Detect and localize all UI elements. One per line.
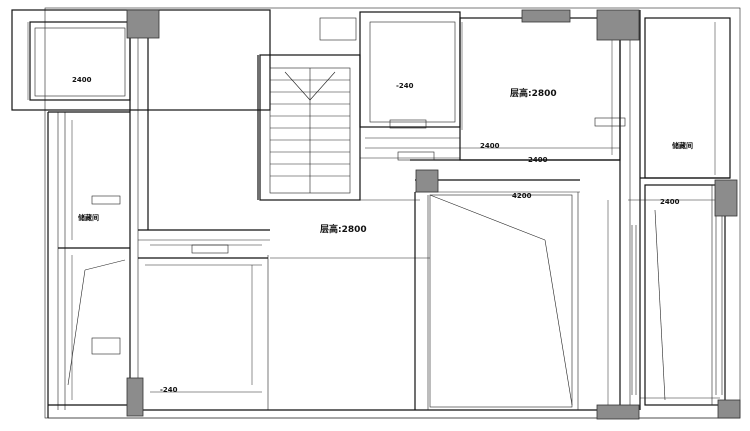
stair-treads [270, 68, 350, 193]
tag-box-5 [594, 117, 626, 127]
room-upper-mid [359, 11, 461, 128]
diag-lower-left [67, 269, 86, 386]
column-7 [596, 404, 640, 420]
dim-label-right: 2400 [660, 198, 680, 206]
room-lower-center [429, 194, 573, 408]
diag-lower-left-2 [84, 259, 126, 271]
room-far-right-upper [644, 17, 731, 179]
tag-box-4 [389, 119, 427, 129]
column-6 [126, 377, 144, 417]
diag-lower-center-2 [544, 239, 573, 406]
label-room-right: 储藏间 [671, 141, 693, 150]
tag-box-3 [191, 244, 229, 254]
tag-box-7 [319, 17, 357, 41]
dim-label-mid-2: 2400 [480, 142, 500, 150]
column-5 [714, 179, 738, 217]
room-far-right-lower [644, 184, 726, 406]
tag-box-2 [91, 337, 121, 355]
label-ceiling-center: 层高:2800 [320, 223, 367, 235]
label-240-lower: -240 [160, 386, 178, 394]
column-2 [521, 9, 571, 23]
column-1 [126, 9, 160, 39]
label-ceiling-upper-right: 层高:2800 [510, 87, 557, 99]
column-4 [415, 169, 439, 193]
dim-label-top-left: 2400 [72, 76, 92, 84]
dim-label-mid-1: 2400 [528, 156, 548, 164]
column-3 [596, 9, 640, 41]
label-240-upper: -240 [396, 82, 414, 90]
diag-lower-right [654, 209, 666, 401]
tag-box-6 [397, 151, 435, 161]
tag-box-1 [91, 195, 121, 205]
dim-label-mid-3: 4200 [512, 192, 532, 200]
label-room-left: 储藏间 [77, 213, 99, 222]
column-8 [717, 399, 741, 419]
top-left-inner-room-b [34, 27, 126, 97]
room-upper-mid-inner [369, 21, 456, 123]
diag-lower-center [429, 194, 546, 241]
